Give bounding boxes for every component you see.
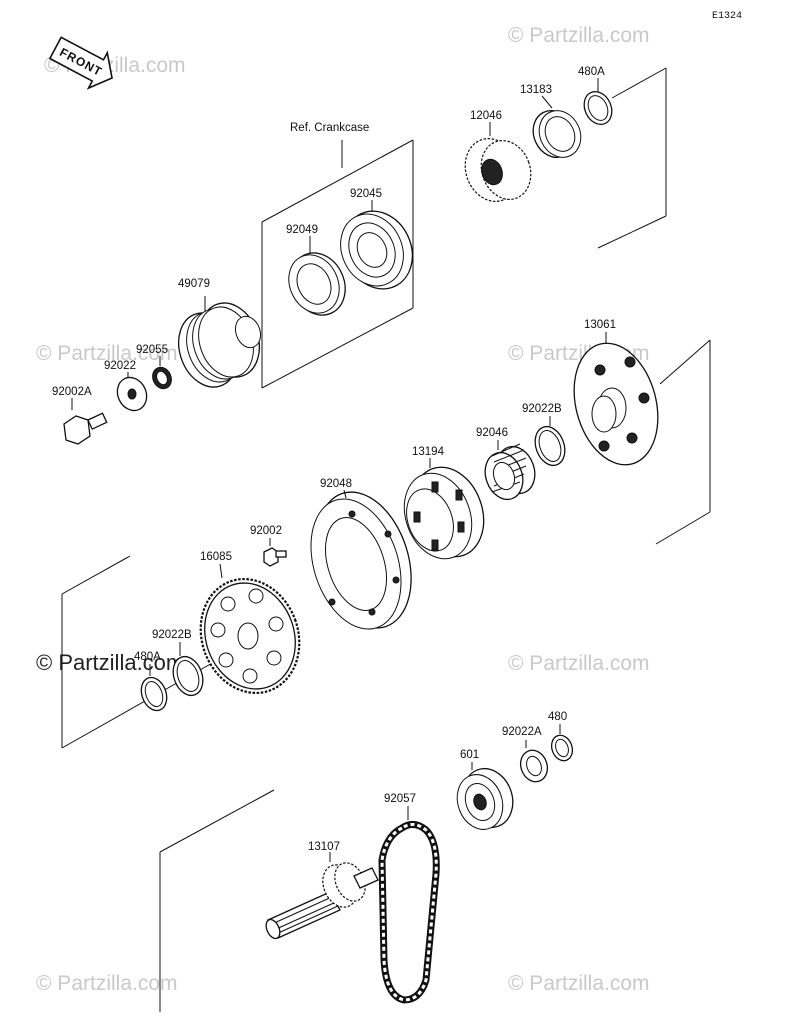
part-label-92022B-left: 92022B — [152, 629, 192, 641]
part-13061-flange[interactable]: 13061 — [561, 319, 670, 474]
part-92045-bearing[interactable]: 92045 — [329, 188, 425, 300]
part-92022-washer[interactable]: 92022 — [104, 360, 152, 415]
part-92022B-collar-right[interactable]: 92022B — [522, 403, 570, 470]
reference-lines-bottom — [159, 789, 275, 1012]
part-label-480A: 480A — [578, 66, 605, 78]
part-label-92048: 92048 — [320, 478, 352, 490]
part-label-92022A: 92022A — [502, 726, 542, 738]
page-code: E1324 — [712, 11, 742, 22]
part-480-circlip[interactable]: 480 — [548, 711, 576, 764]
watermark: © Partzilla.com — [36, 342, 178, 365]
part-label-92022: 92022 — [104, 360, 136, 372]
part-label-480: 480 — [548, 711, 567, 723]
watermark-dark: © Partzilla.com — [36, 650, 184, 675]
part-label-92055: 92055 — [136, 344, 168, 356]
part-49079-drum[interactable]: 49079 — [169, 278, 270, 395]
part-92022B-collar-left[interactable]: 92022B — [152, 629, 208, 700]
part-label-13061: 13061 — [584, 319, 616, 331]
watermark-layer: © Partzilla.com © Partzilla.com © Partzi… — [36, 24, 650, 995]
part-label-16085: 16085 — [200, 551, 232, 563]
part-label-13107: 13107 — [308, 841, 340, 853]
part-label-92057: 92057 — [384, 793, 416, 805]
part-92055-oring[interactable]: 92055 — [136, 344, 175, 392]
part-13194-clutch[interactable]: 13194 — [393, 446, 496, 568]
part-label-13183: 13183 — [520, 84, 552, 96]
part-label-92049: 92049 — [286, 224, 318, 236]
part-16085-sprocket[interactable]: 16085 — [185, 551, 315, 707]
watermark: © Partzilla.com — [508, 652, 650, 675]
part-label-601: 601 — [460, 749, 479, 761]
part-92002A-bolt[interactable]: 92002A — [52, 386, 108, 445]
part-label-92002: 92002 — [250, 525, 282, 537]
part-92049-seal[interactable]: 92049 — [280, 224, 356, 324]
reference-label: Ref. Crankcase — [290, 122, 369, 134]
watermark: © Partzilla.com — [508, 972, 650, 995]
part-label-92002A: 92002A — [52, 386, 92, 398]
part-label-13194: 13194 — [412, 446, 445, 458]
reference-lines-middle — [655, 339, 711, 545]
crankcase-reference-group: Ref. Crankcase — [261, 122, 414, 389]
part-label-12046: 12046 — [470, 110, 502, 122]
part-label-92045: 92045 — [350, 188, 382, 200]
part-92057-chain[interactable]: 92057 — [378, 793, 440, 1004]
reference-lines-top — [597, 67, 667, 249]
part-label-92046: 92046 — [476, 427, 508, 439]
part-480A-circlip[interactable]: 480A — [578, 66, 617, 129]
part-12046-gear[interactable]: 12046 — [457, 110, 539, 209]
part-label-49079: 49079 — [178, 278, 210, 290]
part-480A-circlip-left[interactable]: 480A — [134, 651, 171, 714]
part-92046-needle-bearing[interactable]: 92046 — [476, 427, 541, 505]
part-13183-ring[interactable]: 13183 — [520, 84, 588, 164]
watermark: © Partzilla.com — [508, 24, 650, 47]
part-label-92022B-right: 92022B — [522, 403, 562, 415]
watermark: © Partzilla.com — [36, 972, 178, 995]
part-92002-bolt[interactable]: 92002 — [250, 525, 287, 567]
part-601-bearing[interactable]: 601 — [450, 749, 521, 836]
part-label-480A-left: 480A — [134, 651, 161, 663]
part-13107-shaft[interactable]: 13107 — [263, 841, 379, 941]
part-92022A-washer[interactable]: 92022A — [502, 726, 552, 785]
part-92048-hub[interactable]: 92048 — [295, 478, 427, 641]
